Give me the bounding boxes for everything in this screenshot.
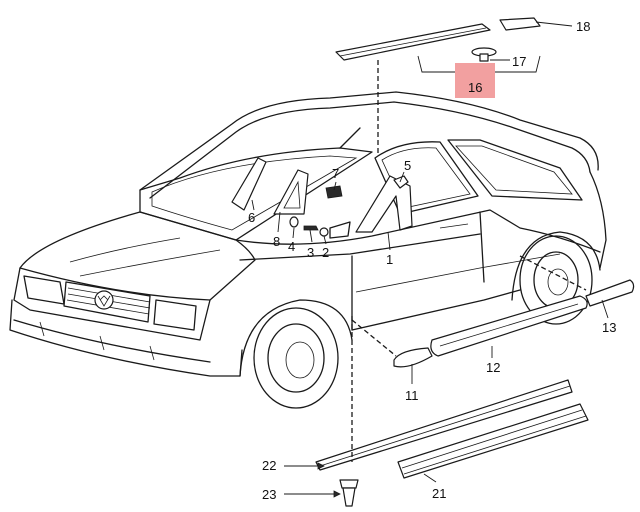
callout-3[interactable]: 3	[307, 245, 314, 260]
door-molding-12	[430, 295, 588, 357]
sill-panel-21	[397, 403, 589, 479]
callout-11[interactable]: 11	[405, 388, 419, 403]
callout-2[interactable]: 2	[322, 245, 329, 260]
leader-lines	[251, 21, 609, 498]
callout-12[interactable]: 12	[486, 360, 500, 375]
door-window-trim	[355, 175, 413, 233]
callout-1[interactable]: 1	[386, 252, 393, 267]
callout-22[interactable]: 22	[262, 458, 276, 473]
rear-molding-13	[585, 279, 635, 307]
molding-end-11	[393, 347, 433, 368]
callout-5[interactable]: 5	[404, 158, 411, 173]
callout-23[interactable]: 23	[262, 487, 276, 502]
push-clip-23	[339, 479, 359, 507]
callout-6[interactable]: 6	[248, 210, 255, 225]
roof-clip-17	[471, 47, 497, 62]
callout-21[interactable]: 21	[432, 486, 446, 501]
callout-17[interactable]: 17	[512, 54, 526, 69]
reference-lines	[351, 60, 587, 462]
callout-13[interactable]: 13	[602, 320, 616, 335]
callout-16[interactable]: 16	[468, 80, 482, 95]
callout-labels: 18 17 16 7 5 6 8 4 3 2 1 13 12 11 21 22 …	[248, 19, 616, 502]
grommet-4	[289, 216, 299, 228]
clip-7	[325, 185, 343, 199]
callout-7[interactable]: 7	[332, 166, 339, 181]
quarter-window-8	[273, 169, 309, 215]
callout-highlight-16	[455, 63, 495, 98]
screw-3	[303, 225, 319, 231]
quarter-window-6	[231, 157, 267, 211]
callout-18[interactable]: 18	[576, 19, 590, 34]
callout-4[interactable]: 4	[288, 239, 295, 254]
window-corner-piece	[393, 175, 409, 189]
parts-group	[231, 17, 635, 507]
callout-8[interactable]: 8	[273, 234, 280, 249]
roof-end-clip	[499, 17, 541, 31]
cap-2	[319, 227, 329, 237]
